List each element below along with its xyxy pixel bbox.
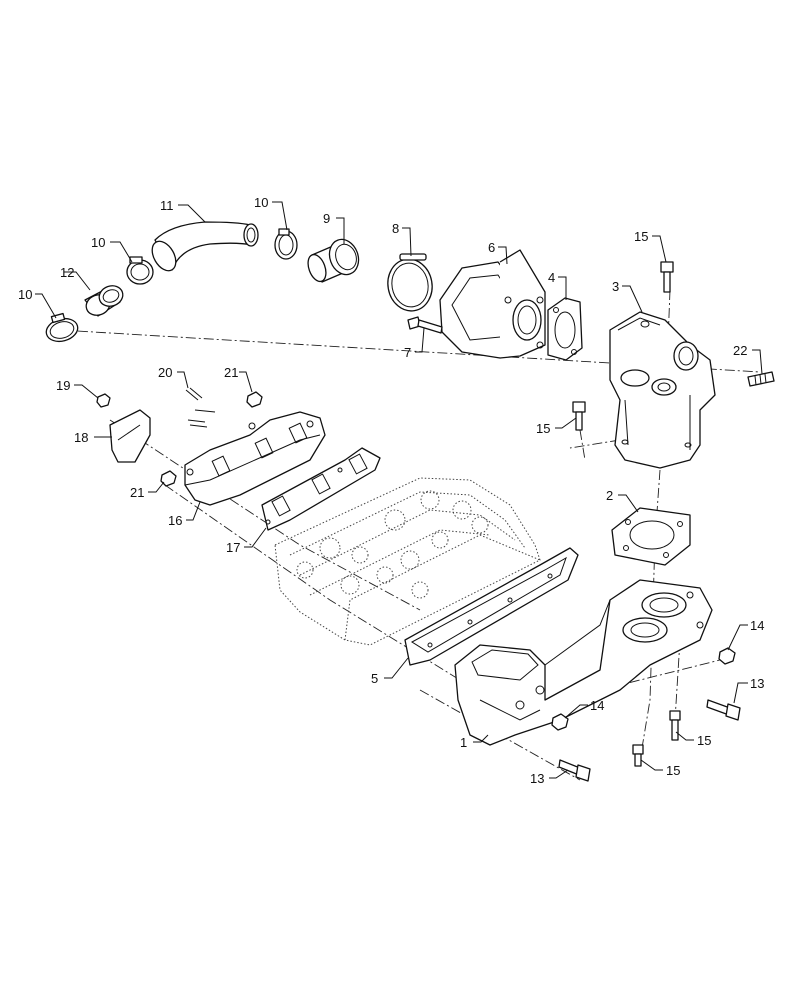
callout-3: 3 [612,279,619,294]
exhaust-manifold [184,411,326,506]
callout-6: 6 [488,240,495,255]
heat-shield [109,409,151,463]
nut-21-bottom [160,470,177,487]
callout-10-right: 10 [254,195,268,210]
callout-4: 4 [548,270,555,285]
intake-manifold [454,579,713,746]
cylinder-head-reference [274,477,541,646]
throttle-gasket [547,297,583,361]
callout-15-top: 15 [634,229,648,244]
intake-elbow-housing [609,311,716,469]
nut-21-top [246,391,263,408]
callout-14-right: 14 [750,618,764,633]
bolt-13-right [706,699,741,721]
bent-hose [151,221,259,272]
callout-20: 20 [158,365,172,380]
bolt-15-bottom [632,744,644,767]
hose-clamp-right [274,228,298,260]
callout-15-middle: 15 [536,421,550,436]
callout-10-left: 10 [18,287,32,302]
exhaust-manifold-gasket [261,447,381,531]
callout-2: 2 [606,488,613,503]
bolt-15-middle [572,401,586,431]
nut-14-right [718,647,736,665]
callout-22: 22 [733,343,747,358]
pipe-adapter [307,238,360,283]
callout-19: 19 [56,378,70,393]
callout-8: 8 [392,221,399,236]
nut-19 [96,393,111,408]
callout-9: 9 [323,211,330,226]
callout-14-lower: 14 [590,698,604,713]
callout-labels: 10 12 10 11 10 9 8 6 4 3 7 15 22 15 2 20… [18,195,764,786]
studs-20 [185,387,216,428]
nut-14-lower [551,713,569,731]
callout-7: 7 [404,345,411,360]
callout-15-bottom: 15 [666,763,680,778]
coupling-sleeve [84,285,124,317]
callout-5: 5 [371,671,378,686]
flange-gasket [611,507,691,566]
throttle-body [439,249,546,359]
bolt-15-top [660,261,674,293]
large-hose-clamp [387,253,433,312]
callout-13-right: 13 [750,676,764,691]
callout-13-lower: 13 [530,771,544,786]
callout-11: 11 [160,198,174,213]
callout-21-top: 21 [224,365,238,380]
callout-10-middle: 10 [91,235,105,250]
leader-lines [35,201,763,779]
stud-22 [747,371,775,387]
callout-18: 18 [74,430,88,445]
callout-1: 1 [460,735,467,750]
callout-12: 12 [60,265,74,280]
bolt-15-right-lower [669,710,681,741]
bolt-13-lower [558,759,591,782]
callout-15-right-lower: 15 [697,733,711,748]
callout-16: 16 [168,513,182,528]
callout-21-bottom: 21 [130,485,144,500]
hose-clamp-middle [126,256,154,285]
bolt-7 [407,316,443,334]
manifold-gasket [404,547,579,666]
hose-clamp-left [45,312,79,343]
callout-17: 17 [226,540,240,555]
